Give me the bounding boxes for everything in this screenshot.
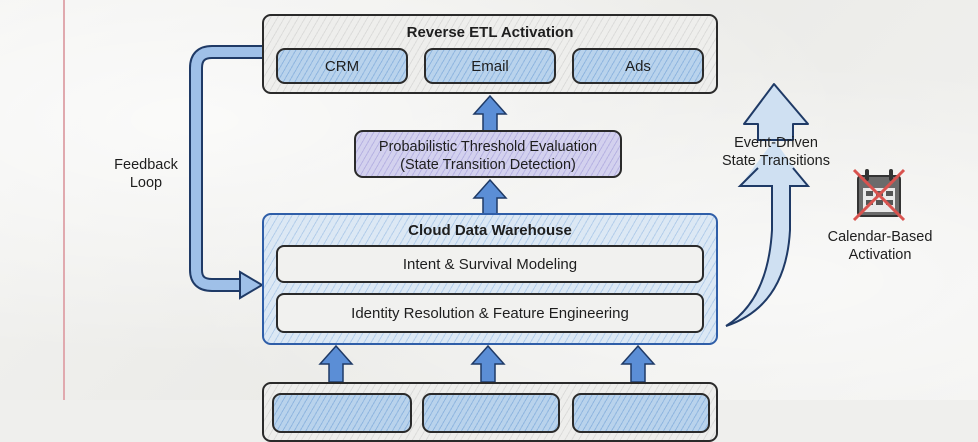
reverse-etl-title: Reverse ETL Activation bbox=[406, 24, 574, 41]
identity-resolution-layer[interactable]: Identity Resolution & Feature Engineerin… bbox=[276, 293, 704, 333]
intent-survival-modeling-label: Intent & Survival Modeling bbox=[402, 255, 578, 273]
feedback-label-line2: Loop bbox=[129, 175, 163, 191]
channel-ads[interactable]: Ads bbox=[572, 48, 704, 84]
channel-crm[interactable]: CRM bbox=[276, 48, 408, 84]
crossed-out-calendar-icon bbox=[852, 168, 906, 222]
evaluation-line2: (State Transition Detection) bbox=[400, 157, 576, 173]
threshold-evaluation-box: Probabilistic Threshold Evaluation (Stat… bbox=[354, 130, 622, 178]
cloud-data-warehouse-box: Cloud Data Warehouse Intent & Survival M… bbox=[262, 213, 718, 345]
channel-email-label: Email bbox=[471, 57, 509, 75]
warehouse-title: Cloud Data Warehouse bbox=[408, 222, 572, 239]
calendar-based-activation-label: Calendar-Based Activation bbox=[810, 228, 950, 264]
notebook-margin-line bbox=[63, 0, 65, 400]
feedback-loop-label: Feedback Loop bbox=[100, 156, 192, 192]
channel-email[interactable]: Email bbox=[424, 48, 556, 84]
feedback-loop-arrow bbox=[189, 45, 264, 300]
event-driven-arrow bbox=[725, 83, 811, 327]
channel-ads-label: Ads bbox=[625, 57, 651, 75]
calendar-label-line2: Activation bbox=[848, 247, 912, 263]
event-driven-line1: Event-Driven bbox=[734, 135, 818, 151]
feedback-label-line1: Feedback bbox=[114, 157, 178, 173]
event-driven-label: Event-Driven State Transitions bbox=[706, 134, 846, 170]
evaluation-line1: Probabilistic Threshold Evaluation bbox=[378, 139, 598, 155]
identity-resolution-label: Identity Resolution & Feature Engineerin… bbox=[351, 304, 629, 322]
channel-crm-label: CRM bbox=[324, 57, 360, 75]
intent-survival-modeling-layer[interactable]: Intent & Survival Modeling bbox=[276, 245, 704, 283]
calendar-label-line1: Calendar-Based bbox=[827, 229, 933, 245]
event-driven-line2: State Transitions bbox=[722, 153, 830, 169]
reverse-etl-activation-box: Reverse ETL Activation CRM Email Ads bbox=[262, 14, 718, 94]
